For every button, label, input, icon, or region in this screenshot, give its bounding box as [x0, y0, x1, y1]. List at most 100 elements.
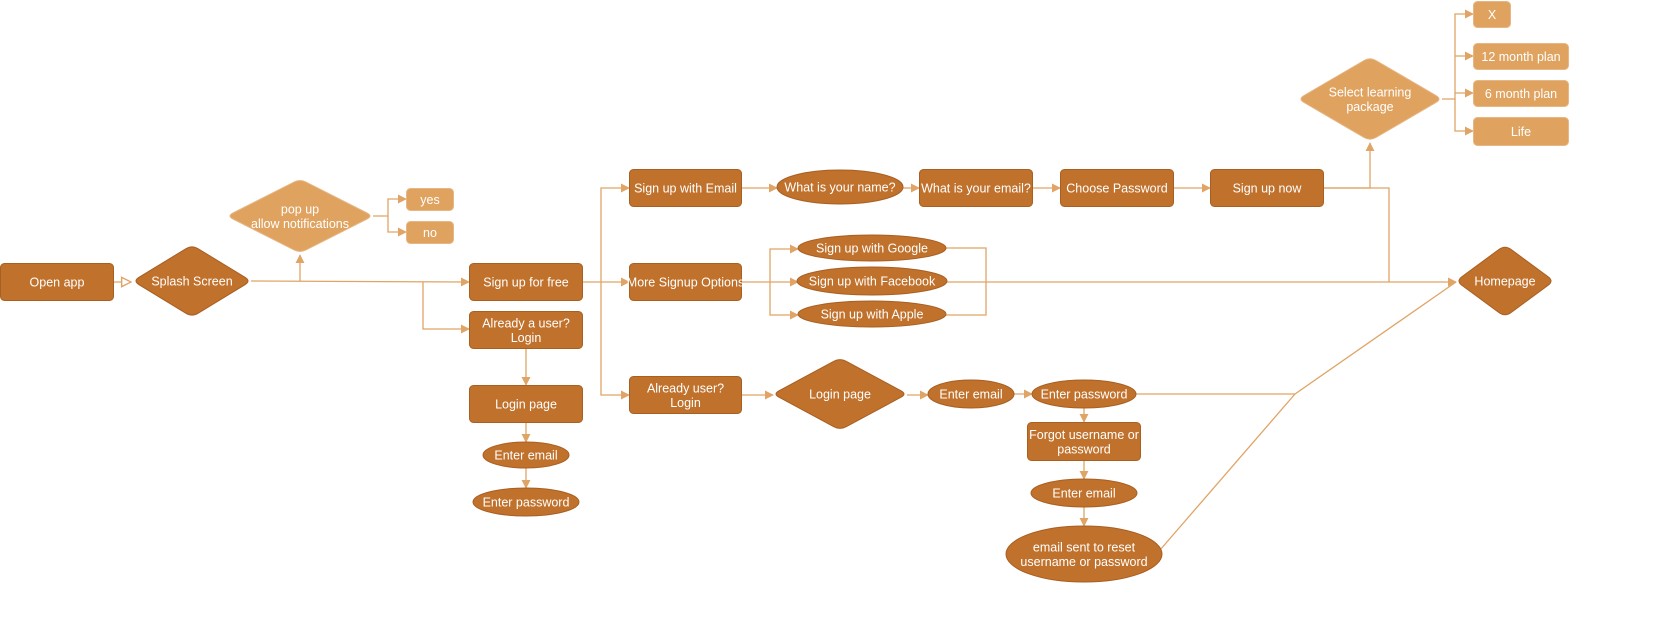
node-shape — [406, 188, 454, 211]
connector-arrow — [250, 277, 470, 287]
node-shape — [1210, 169, 1324, 207]
node-label: Open app — [30, 276, 85, 290]
connector-arrow — [1454, 99, 1474, 136]
node-shape — [776, 169, 904, 205]
node-shape — [1031, 379, 1137, 409]
node-already-login: Already a user?Login — [469, 311, 583, 349]
node-yes: yes — [406, 188, 454, 211]
node-label: Enter password — [1041, 388, 1128, 402]
node-enter-password-mid: Enter password — [1031, 379, 1137, 409]
connector-arrow — [1324, 142, 1375, 189]
node-label: Login page — [809, 388, 871, 402]
node-label: Enter email — [939, 388, 1002, 402]
node-label: Login page — [495, 398, 557, 412]
node-label: Enter password — [483, 496, 570, 510]
node-shape — [919, 169, 1033, 207]
node-shape — [406, 221, 454, 244]
node-label: 12 month plan — [1481, 50, 1560, 64]
node-label: Already a user? — [482, 316, 570, 330]
node-shape — [229, 180, 371, 252]
node-splash: Splash Screen — [135, 246, 249, 316]
node-shape — [1473, 1, 1511, 28]
node-apple: Sign up with Apple — [797, 300, 947, 328]
node-shape — [469, 385, 583, 423]
node-label: Already user? — [647, 381, 724, 395]
node-enter-email-mid: Enter email — [927, 379, 1015, 409]
node-label: email sent to reset — [1033, 540, 1136, 554]
node-label: Login — [511, 331, 542, 345]
node-label: Sign up with Apple — [821, 308, 924, 322]
node-label: Sign up for free — [483, 276, 569, 290]
connector-arrow — [769, 282, 799, 320]
node-shape — [135, 246, 249, 316]
node-label: Sign up now — [1233, 182, 1303, 196]
node-shape — [629, 376, 742, 414]
node-shape — [1060, 169, 1174, 207]
node-shape — [469, 311, 583, 349]
node-label: pop up — [281, 202, 319, 216]
node-enter-password-left: Enter password — [472, 487, 580, 517]
node-shape — [796, 266, 948, 296]
node-plan6: 6 month plan — [1473, 80, 1569, 107]
node-label: Forgot username or — [1029, 428, 1139, 442]
node-already-user-mid: Already user?Login — [629, 376, 742, 414]
node-shape — [797, 234, 947, 262]
node-what-name: What is your name? — [776, 169, 904, 205]
node-enter-email-left: Enter email — [482, 441, 570, 469]
node-more-signup: More Signup Options — [627, 263, 744, 301]
node-label: allow notifications — [251, 217, 349, 231]
node-shape — [1027, 422, 1141, 461]
connectors — [114, 9, 1474, 551]
connector-arrow — [600, 282, 630, 400]
node-login-page-mid: Login page — [775, 359, 905, 429]
node-shape — [1300, 58, 1440, 140]
node-label: username or password — [1020, 555, 1147, 569]
node-no: no — [406, 221, 454, 244]
node-label: Life — [1511, 125, 1531, 139]
node-open-app: Open app — [0, 263, 114, 301]
node-label: yes — [420, 193, 439, 207]
node-shape — [472, 487, 580, 517]
node-choose-password: Choose Password — [1060, 169, 1174, 207]
connector-arrow — [769, 244, 799, 282]
node-shape — [0, 263, 114, 301]
node-plan12: 12 month plan — [1473, 43, 1569, 70]
connector-arrow — [373, 194, 407, 217]
node-shape — [797, 300, 947, 328]
node-label: package — [1346, 100, 1393, 114]
node-label: Enter email — [494, 449, 557, 463]
node-enter-email-reset: Enter email — [1030, 478, 1138, 508]
node-shape — [629, 263, 742, 301]
node-shape — [482, 441, 570, 469]
node-label: X — [1488, 8, 1497, 22]
node-label: Sign up with Google — [816, 242, 928, 256]
node-label: no — [423, 226, 437, 240]
node-shape — [1473, 43, 1569, 70]
node-facebook: Sign up with Facebook — [796, 266, 948, 296]
node-label: More Signup Options — [627, 276, 744, 290]
node-homepage: Homepage — [1458, 246, 1552, 316]
node-google: Sign up with Google — [797, 234, 947, 262]
node-shape — [1005, 525, 1163, 583]
node-label: What is your name? — [784, 181, 895, 195]
connector-arrow — [1159, 393, 1296, 551]
node-label: 6 month plan — [1485, 87, 1557, 101]
node-label: Select learning — [1329, 85, 1412, 99]
connector-arrow — [600, 183, 630, 282]
node-label: Sign up with Email — [634, 182, 737, 196]
connector-arrow — [387, 216, 407, 237]
node-shape — [1030, 478, 1138, 508]
node-x: X — [1473, 1, 1511, 28]
node-what-email: What is your email? — [919, 169, 1033, 207]
node-shape — [629, 169, 742, 207]
node-label: What is your email? — [921, 182, 1031, 196]
node-shape — [1473, 117, 1569, 146]
node-label: Choose Password — [1066, 182, 1167, 196]
node-shape — [469, 263, 583, 301]
